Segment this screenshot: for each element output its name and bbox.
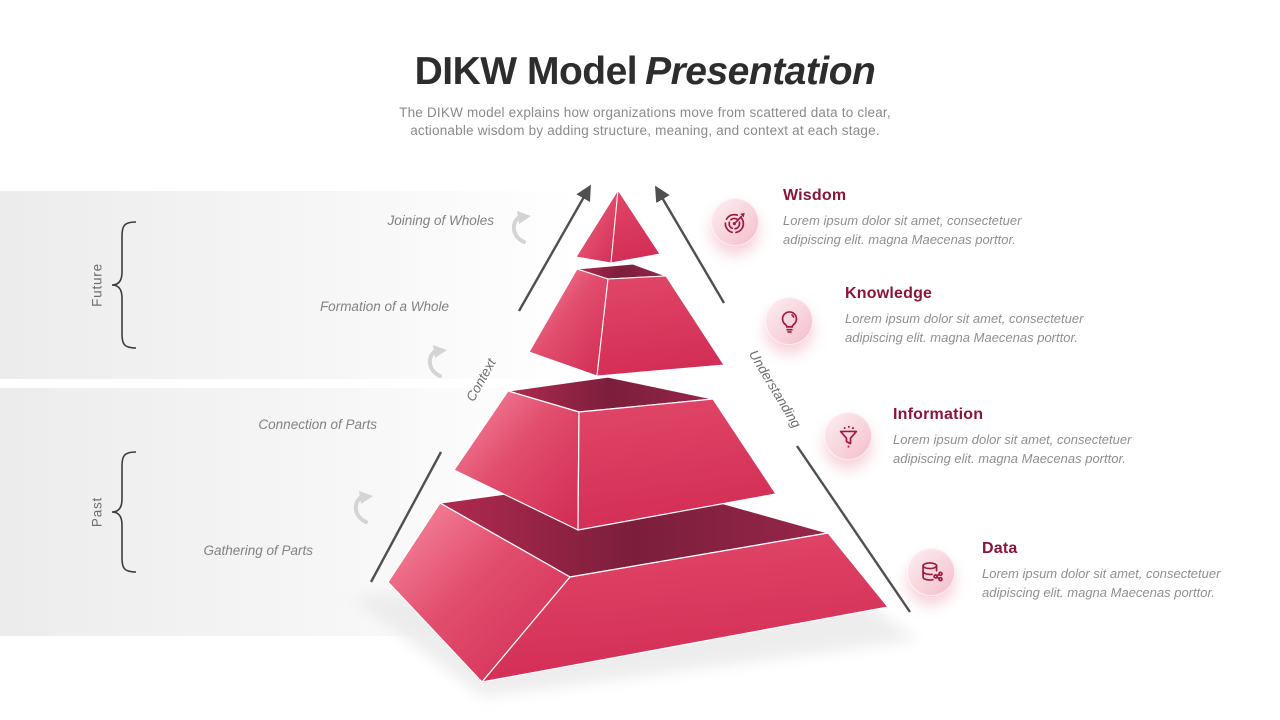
target-icon (724, 212, 745, 233)
swoosh-arrow-icon (427, 343, 449, 378)
pyramid-layer-information (453, 376, 777, 531)
pyramid-layer-knowledge (528, 263, 725, 377)
stage-label-gathering: Gathering of Parts (203, 543, 313, 558)
level-description: Lorem ipsum dolor sit amet, consectetuer… (893, 432, 1132, 466)
future-brace (111, 221, 137, 349)
stage-label-joining: Joining of Wholes (387, 213, 494, 228)
level-card-wisdom: Wisdom Lorem ipsum dolor sit amet, conse… (783, 187, 1053, 249)
level-card-information: Information Lorem ipsum dolor sit amet, … (893, 406, 1163, 468)
title-main: DIKW Model (414, 50, 638, 93)
level-card-data: Data Lorem ipsum dolor sit amet, consect… (982, 540, 1252, 602)
swoosh-arrow-icon (511, 209, 533, 244)
stage-label-connection: Connection of Parts (258, 417, 377, 432)
stage-label-formation: Formation of a Whole (319, 299, 449, 314)
information-icon-circle (824, 412, 872, 460)
ascent-arrows (369, 184, 911, 613)
level-title: Information (893, 406, 984, 423)
level-description: Lorem ipsum dolor sit amet, consectetuer… (845, 311, 1084, 345)
database-icon (921, 561, 943, 581)
wisdom-icon-circle (711, 198, 759, 246)
level-card-knowledge: Knowledge Lorem ipsum dolor sit amet, co… (845, 285, 1115, 347)
page-subtitle: The DIKW model explains how organization… (399, 105, 891, 138)
level-description: Lorem ipsum dolor sit amet, consectetuer… (982, 566, 1221, 600)
funnel-icon (839, 425, 857, 448)
level-description: Lorem ipsum dolor sit amet, consectetuer… (783, 213, 1022, 247)
swoosh-arrow-icon (353, 489, 375, 524)
title-accent: Presentation (645, 50, 876, 93)
pyramid-layer-wisdom (575, 189, 661, 264)
data-icon-circle (907, 548, 955, 596)
level-title: Knowledge (845, 285, 933, 302)
level-title: Data (982, 540, 1018, 557)
knowledge-icon-circle (765, 297, 813, 345)
level-title: Wisdom (783, 187, 847, 204)
timeline-label-future: Future (89, 263, 105, 307)
past-brace (111, 451, 137, 573)
timeline-label-past: Past (89, 496, 105, 528)
lightbulb-icon (781, 310, 797, 333)
